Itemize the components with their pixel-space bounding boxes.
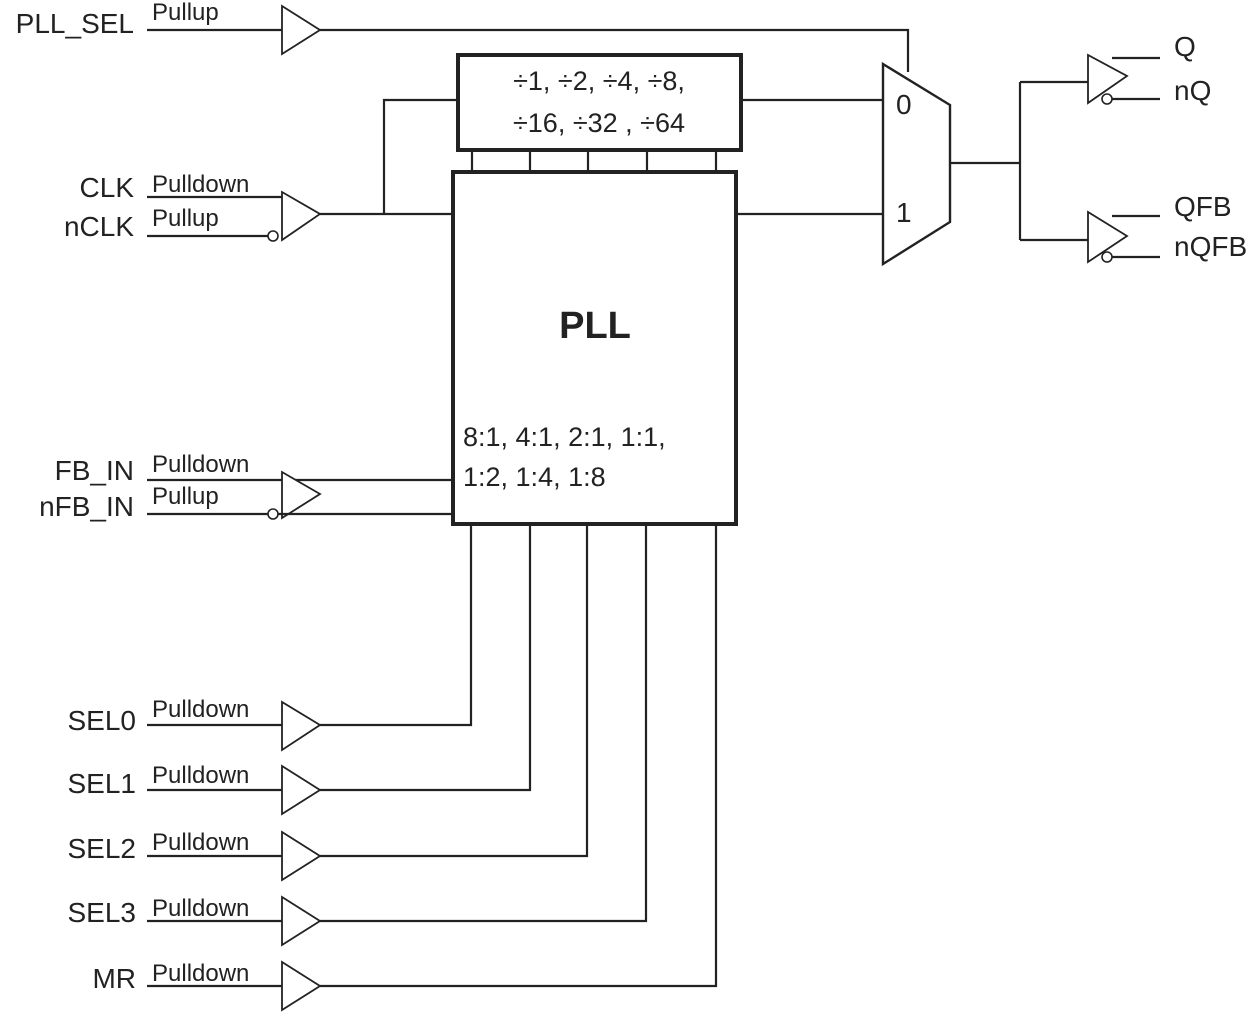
qfb-output-buffer <box>1087 210 1129 264</box>
nq-invert-bubble <box>1101 93 1113 105</box>
sel2-pull-label: Pulldown <box>152 829 249 856</box>
nq-label: nQ <box>1174 75 1211 106</box>
q-output-buffer <box>1087 53 1129 105</box>
sel2-label: SEL2 <box>68 833 137 864</box>
pll-sel-to-mux-wire <box>320 28 910 72</box>
sel3-buffer <box>281 895 322 947</box>
pll-title: PLL <box>559 305 631 347</box>
fb-in-pull-label: Pulldown <box>152 451 249 478</box>
sel1-to-pll-wire <box>320 524 532 792</box>
fb-in-label: FB_IN <box>55 455 134 486</box>
mr-buffer <box>281 960 322 1012</box>
sel2-buffer <box>281 830 322 882</box>
sel1-label: SEL1 <box>68 768 137 799</box>
nqfb-invert-bubble <box>1101 251 1113 263</box>
sel0-pull-label: Pulldown <box>152 696 249 723</box>
sel0-label: SEL0 <box>68 705 137 736</box>
sel1-pull-label: Pulldown <box>152 762 249 789</box>
sel0-buffer <box>281 700 322 752</box>
nfb-in-invert-bubble <box>267 508 279 520</box>
qfb-label: QFB <box>1174 191 1232 222</box>
mux-input-1-label: 1 <box>896 197 912 228</box>
mr-pull-label: Pulldown <box>152 960 249 987</box>
pll-sel-label: PLL_SEL <box>16 8 134 39</box>
mr-label: MR <box>92 963 136 994</box>
pll-sel-buffer <box>281 4 322 56</box>
divider-line-2: ÷16, ÷32 , ÷64 <box>513 108 685 138</box>
divider-box <box>456 53 743 152</box>
nfb-in-pull-label: Pullup <box>152 483 219 510</box>
sel1-buffer <box>281 764 322 816</box>
nclk-pull-label: Pullup <box>152 205 219 232</box>
pll-sel-pull-label: Pullup <box>152 0 219 26</box>
mux-input-0-label: 0 <box>896 89 912 120</box>
nfb-in-label: nFB_IN <box>39 491 134 522</box>
clk-buffer <box>281 190 322 242</box>
clk-label: CLK <box>80 172 135 203</box>
nclk-invert-bubble <box>267 230 279 242</box>
divider-line-1: ÷1, ÷2, ÷4, ÷8, <box>513 66 685 96</box>
sel3-label: SEL3 <box>68 897 137 928</box>
sel0-to-pll-wire <box>320 524 473 727</box>
pll-ratio-line-2: 1:2, 1:4, 1:8 <box>463 462 606 492</box>
nclk-label: nCLK <box>64 211 134 242</box>
pll-ratio-line-1: 8:1, 4:1, 2:1, 1:1, <box>463 422 666 452</box>
q-label: Q <box>1174 31 1196 62</box>
sel2-to-pll-wire <box>320 524 589 858</box>
mr-to-pll-wire <box>320 524 718 988</box>
clk-to-divider-wire <box>382 98 458 214</box>
clk-pull-label: Pulldown <box>152 171 249 198</box>
output-mux <box>881 61 952 267</box>
nqfb-label: nQFB <box>1174 231 1247 262</box>
sel3-to-pll-wire <box>320 524 648 923</box>
pll-box <box>451 170 738 526</box>
sel3-pull-label: Pulldown <box>152 895 249 922</box>
fb-in-buffer <box>281 470 322 520</box>
